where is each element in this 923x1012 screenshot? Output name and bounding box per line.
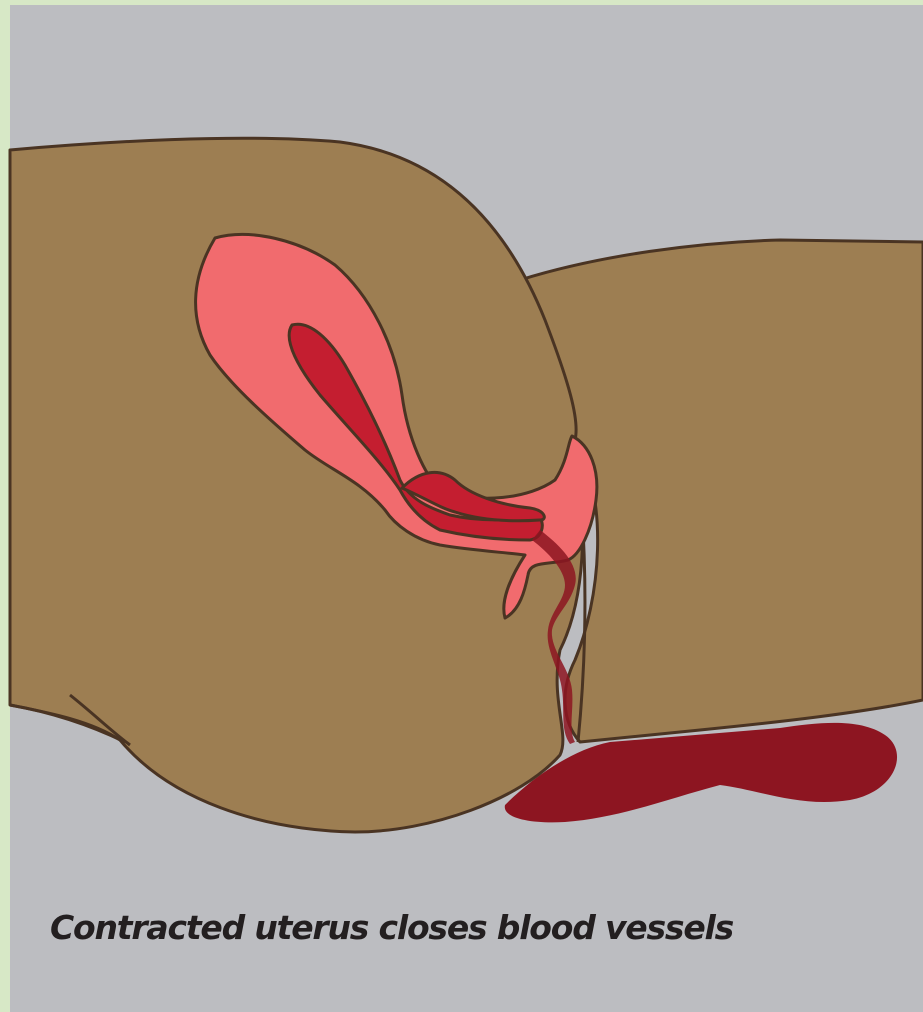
figure-caption: Contracted uterus closes blood vessels bbox=[50, 908, 733, 947]
